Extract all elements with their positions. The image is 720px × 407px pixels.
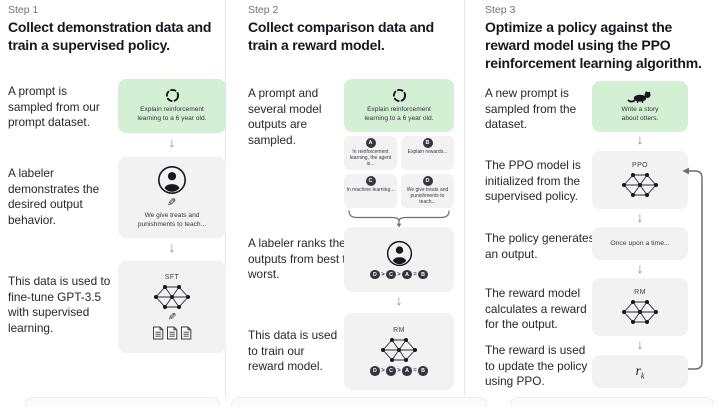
- step1-sft-box: SFT ✎: [118, 261, 226, 353]
- rank-circle: C: [386, 366, 396, 376]
- step1-caption-prompt: A prompt is sampled from our prompt data…: [8, 84, 100, 130]
- output-b-badge: B: [422, 138, 433, 148]
- rank-separator: >: [397, 271, 401, 278]
- model-outputs-grid: A In reinforcement learning, the agent i…: [344, 136, 454, 208]
- rm-model-label: RM: [393, 327, 405, 335]
- step2-label: Step 2: [248, 4, 279, 16]
- step3-label: Step 3: [485, 4, 516, 16]
- step2-prompt-text: Explain reinforcement learning to a 6 ye…: [364, 105, 434, 122]
- neural-network-icon: [154, 284, 190, 310]
- pencil-icon: ✎: [167, 312, 177, 323]
- labeler-person-icon: [386, 240, 412, 266]
- step1-caption-labeler: A labeler demonstrates the desired outpu…: [8, 166, 100, 227]
- ppo-model-label: PPO: [632, 162, 648, 169]
- step3-prompt-box: Write a story about otters.: [592, 81, 688, 132]
- column-divider: [464, 0, 465, 396]
- pencil-icon: ✎: [167, 197, 177, 210]
- rm-model-label: RM: [634, 289, 646, 296]
- step3-caption-new-prompt: A new prompt is sampled from the dataset…: [485, 86, 577, 132]
- step2-prompt-box: Explain reinforcement learning to a 6 ye…: [344, 79, 454, 132]
- step3-caption-calculates: The reward model calculates a reward for…: [485, 286, 587, 332]
- rank-circle: A: [402, 366, 412, 376]
- neural-network-icon: [622, 172, 658, 198]
- refresh-icon: [392, 88, 406, 102]
- step3-prompt-text: Write a story about otters.: [621, 105, 659, 122]
- rank-separator: >: [397, 368, 401, 374]
- cropped-bottom-card: [231, 397, 487, 407]
- step1-title: Collect demonstration data and train a s…: [8, 19, 212, 54]
- output-c-box: C In machine learning...: [344, 174, 397, 208]
- step1-labeler-box: ✎ We give treats and punishments to teac…: [118, 157, 226, 238]
- sft-model-label: SFT: [164, 274, 180, 281]
- rank-separator: >: [381, 271, 385, 278]
- step3-caption-update: The reward is used to update the policy …: [485, 343, 588, 389]
- step3-title: Optimize a policy against the reward mod…: [485, 19, 702, 72]
- arrow-down-icon: ↓: [636, 209, 644, 225]
- step2-labeler-box: D > C > A = B: [344, 227, 454, 292]
- otter-icon: [627, 91, 651, 103]
- rank-separator: >: [381, 368, 385, 374]
- ranking-row: D > C > A = B: [370, 366, 428, 376]
- output-a-box: A In reinforcement learning, the agent i…: [344, 136, 397, 170]
- arrow-down-icon: ↓: [168, 134, 176, 150]
- rank-circle: B: [418, 269, 428, 280]
- step1-prompt-box: Explain reinforcement learning to a 6 ye…: [118, 79, 226, 133]
- step2-caption-train-rm: This data is used to train our reward mo…: [248, 328, 338, 374]
- step1-prompt-text: Explain reinforcement learning to a 6 ye…: [137, 106, 207, 122]
- labeler-person-icon: [158, 166, 186, 195]
- arrow-down-icon: ↓: [636, 336, 644, 352]
- step2-title: Collect comparison data and train a rewa…: [248, 19, 434, 54]
- feedback-loop-arrow: [682, 167, 703, 370]
- rank-separator: =: [413, 271, 417, 278]
- step3-reward-box: rk: [592, 355, 688, 388]
- output-a-text: In reinforcement learning, the agent is.…: [349, 149, 392, 168]
- step3-output-box: Once upon a time...: [592, 227, 688, 260]
- step3-caption-ppo-init: The PPO model is initialized from the su…: [485, 158, 581, 204]
- step1-caption-finetune: This data is used to fine-tune GPT-3.5 w…: [8, 274, 111, 335]
- output-d-badge: D: [422, 176, 433, 186]
- step3-caption-generates: The policy generates an output.: [485, 231, 595, 261]
- output-b-box: B Explain rewards...: [401, 136, 454, 170]
- rank-circle: C: [386, 269, 396, 280]
- arrow-down-icon: ↓: [395, 292, 403, 308]
- neural-network-icon: [622, 299, 658, 325]
- reward-symbol: rk: [635, 362, 645, 381]
- documents-icon: [152, 326, 192, 340]
- arrow-down-icon: ↓: [168, 239, 176, 255]
- cropped-bottom-card: [510, 397, 714, 407]
- neural-network-icon: [381, 337, 417, 363]
- step1-demonstration-text: We give treats and punishments to teach.…: [137, 212, 207, 228]
- step2-caption-ranks: A labeler ranks the outputs from best to…: [248, 236, 353, 282]
- curly-brace-arrow: [348, 210, 450, 228]
- output-d-text: We give treats and punishments to teach.…: [406, 187, 449, 206]
- output-a-badge: A: [365, 138, 376, 148]
- output-b-text: Explain rewards...: [407, 149, 448, 155]
- rank-circle: B: [418, 366, 428, 376]
- rank-separator: =: [413, 368, 417, 374]
- step3-ppo-box: PPO: [592, 151, 688, 209]
- cropped-bottom-card: [25, 397, 220, 407]
- rank-circle: D: [370, 269, 380, 280]
- step2-caption-sampled: A prompt and several model outputs are s…: [248, 86, 322, 147]
- policy-output-text: Once upon a time...: [610, 240, 670, 247]
- rank-circle: A: [402, 269, 412, 280]
- output-c-badge: C: [365, 176, 376, 186]
- step3-reward-model-box: RM: [592, 278, 688, 336]
- output-d-box: D We give treats and punishments to teac…: [401, 174, 454, 208]
- arrow-down-icon: ↓: [636, 260, 644, 276]
- ranking-row: D > C > A = B: [370, 269, 428, 280]
- output-c-text: In machine learning...: [346, 187, 395, 193]
- step2-reward-model-box: RM D > C > A = B: [344, 313, 454, 390]
- step1-label: Step 1: [8, 4, 39, 16]
- refresh-icon: [165, 89, 179, 103]
- rank-circle: D: [370, 366, 380, 376]
- arrow-down-icon: ↓: [636, 131, 644, 147]
